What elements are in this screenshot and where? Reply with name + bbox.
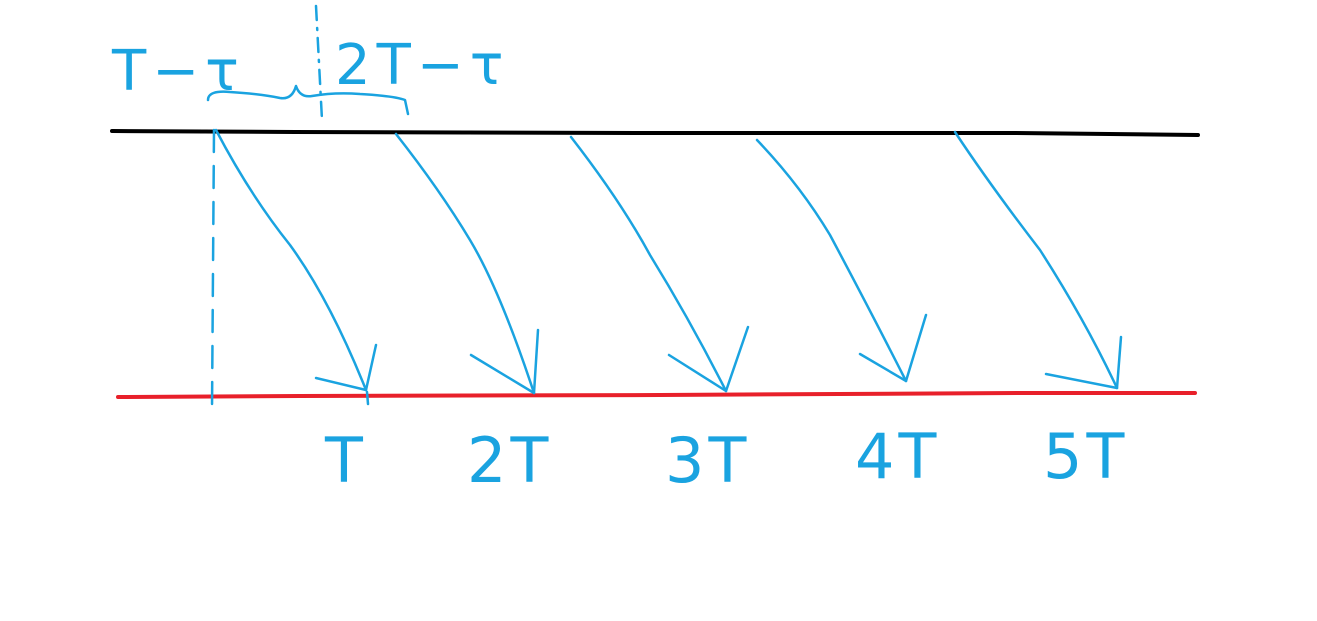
first-interval-label: T−τ [111,39,245,104]
tick-label-2: 2T [467,424,552,497]
propagation-arrow [214,128,378,392]
sender-timeline [110,129,1200,137]
tick-label-3: 3T [665,424,750,497]
second-interval-label: 2T−τ [335,33,509,98]
tick-label-1: T [324,424,367,497]
propagation-arrow [953,130,1123,390]
divider-dashdot-line [314,4,324,122]
bottom-tick-mark [365,390,370,406]
tick-label-5: 5T [1043,420,1128,493]
tick-label-4: 4T [855,420,940,493]
propagation-arrow [755,138,928,383]
propagation-arrow [569,135,750,393]
first-interval-brace [206,84,410,116]
propagation-arrow [394,132,540,395]
reference-dashed-line [210,128,216,412]
receiver-timeline [116,391,1197,399]
